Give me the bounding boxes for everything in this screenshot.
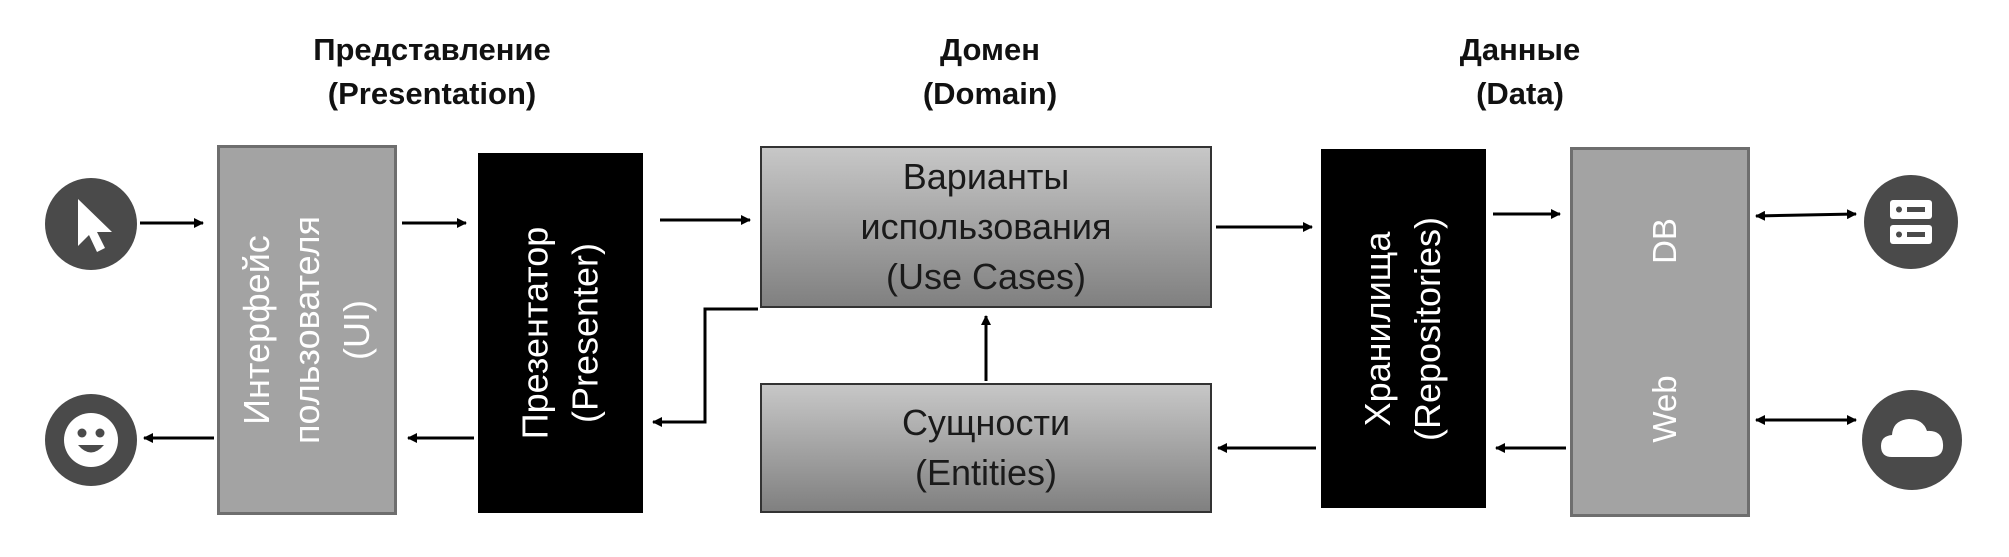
smiley-face-icon (45, 394, 137, 486)
use-cases-label-line: Варианты (902, 156, 1070, 197)
cursor-icon-glyph (78, 199, 112, 252)
heading-line: (Domain) (922, 76, 1058, 111)
entities-label-line: Сущности (901, 402, 1071, 443)
layer-heading-presentation: Представление (Presentation) (272, 28, 592, 116)
cloud-icon-glyph (1881, 419, 1944, 457)
use-cases-label: Варианты использования (Use Cases) (861, 152, 1112, 302)
heading-line: Представление (313, 32, 551, 67)
cursor-icon (45, 178, 137, 270)
use-cases-label-line: использования (860, 206, 1112, 247)
arrow-db-server (1755, 209, 1857, 221)
layer-heading-data: Данные (Data) (1370, 28, 1670, 116)
smiley-face-icon-glyph (64, 413, 118, 467)
heading-line: (Presentation) (327, 76, 537, 111)
data-sources-block: DB Web (1570, 147, 1750, 517)
heading-line: (Data) (1476, 76, 1564, 111)
ui-block: Интерфейс пользователя (UI) (217, 145, 397, 515)
presenter-block: Презентатор (Presenter) (478, 153, 643, 513)
entities-block: Сущности (Entities) (760, 383, 1212, 513)
arrow-use-cases-to-presenter (652, 307, 758, 427)
heading-line: Данные (1459, 32, 1581, 67)
heading-line: Домен (940, 32, 1040, 67)
use-cases-label-line: (Use Cases) (885, 256, 1087, 297)
use-cases-block: Варианты использования (Use Cases) (760, 146, 1212, 308)
server-icon (1864, 175, 1958, 269)
server-icon-glyph (1890, 200, 1932, 244)
layer-heading-domain: Домен (Domain) (840, 28, 1140, 116)
cloud-icon (1862, 390, 1962, 490)
entities-label-line: (Entities) (914, 452, 1058, 493)
repositories-block: Хранилища (Repositories) (1321, 149, 1486, 508)
entities-label: Сущности (Entities) (902, 398, 1070, 498)
